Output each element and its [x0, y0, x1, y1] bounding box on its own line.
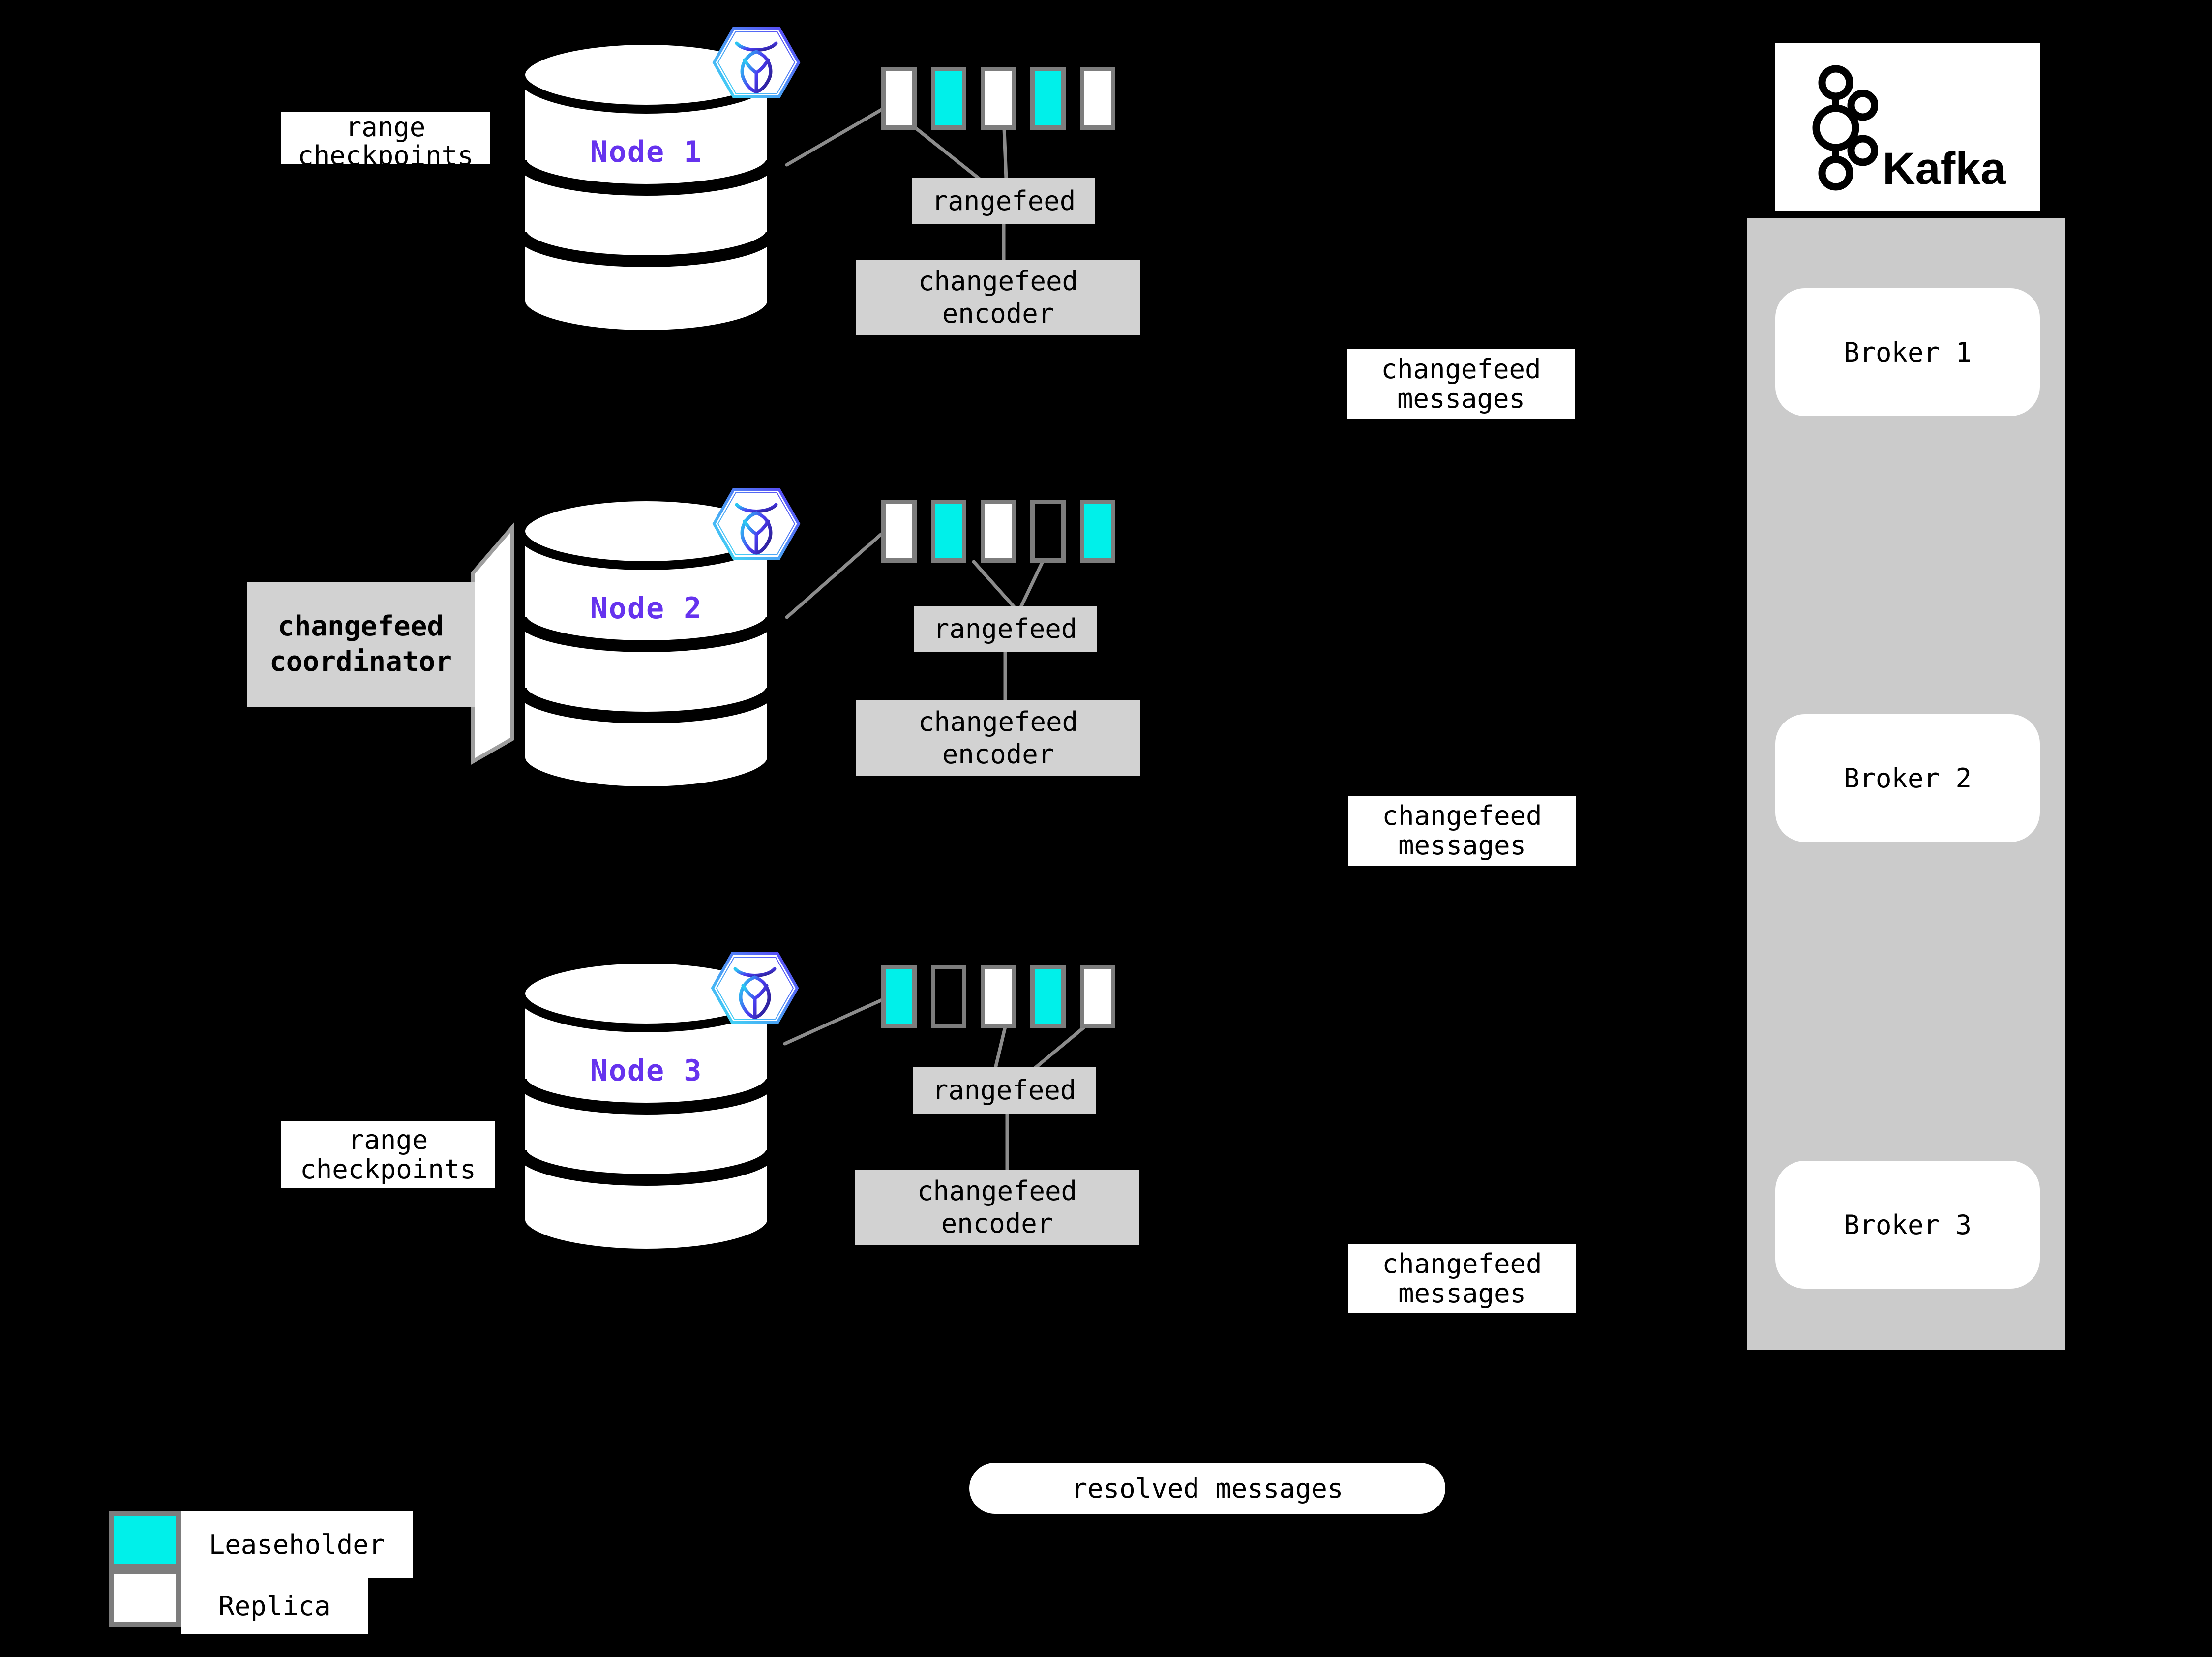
changefeed-encoder-box: changefeed encoder: [856, 260, 1140, 335]
kafka-brand-text: Kafka: [1883, 144, 2006, 194]
changefeed-encoder-box: changefeed encoder: [855, 1170, 1139, 1245]
node-3-database-cylinder: [515, 955, 777, 1253]
legend-leaseholder-swatch: [109, 1511, 181, 1569]
range-replica-square-replica: [1080, 965, 1115, 1028]
node-2-database-cylinder: [515, 492, 777, 791]
cockroachdb-hexagon-icon: [711, 952, 799, 1024]
range-replica-square-empty: [1030, 500, 1066, 563]
broker-3-box: Broker 3: [1775, 1161, 2040, 1289]
node-3-label: Node 3: [590, 1054, 703, 1088]
legend-replica-swatch: [109, 1569, 181, 1627]
kafka-icon: [1812, 65, 1878, 191]
range-replica-square-empty: [931, 965, 966, 1028]
range-replica-square-replica: [981, 965, 1016, 1028]
range-checkpoints-label: range checkpoints: [281, 112, 490, 164]
legend-leaseholder-label: Leaseholder: [181, 1511, 413, 1578]
range-replica-square-leaseholder: [1030, 965, 1066, 1028]
rangefeed-box: rangefeed: [914, 606, 1097, 652]
cockroachdb-hexagon-icon: [712, 488, 801, 560]
range-replica-square-replica: [1080, 67, 1115, 130]
range-replica-square-leaseholder: [881, 965, 917, 1028]
resolved-messages-pill: resolved messages: [969, 1463, 1445, 1514]
coordinator-ribbon: [471, 522, 514, 765]
rangefeed-box: rangefeed: [913, 1067, 1096, 1114]
cockroachdb-hexagon-icon: [712, 27, 801, 98]
changefeed-coordinator-box: changefeed coordinator: [247, 582, 475, 707]
legend-replica-label: Replica: [181, 1578, 368, 1634]
kafka-logo-box: Kafka: [1775, 43, 2040, 211]
broker-1-box: Broker 1: [1775, 288, 2040, 416]
changefeed-messages-label: changefeed messages: [1348, 1244, 1576, 1313]
range-connector-lines: [783, 107, 1089, 1172]
node-2-label: Node 2: [590, 591, 703, 626]
range-replica-square-leaseholder: [1030, 67, 1066, 130]
range-replica-square-leaseholder: [1080, 500, 1115, 563]
changefeed-messages-label: changefeed messages: [1348, 796, 1576, 866]
node-1-replica-row: [881, 67, 1115, 130]
node-1-label: Node 1: [590, 135, 703, 169]
range-replica-square-replica: [981, 67, 1016, 130]
range-replica-square-leaseholder: [931, 500, 966, 563]
rangefeed-box: rangefeed: [912, 178, 1095, 224]
range-replica-square-replica: [981, 500, 1016, 563]
range-replica-square-leaseholder: [931, 67, 966, 130]
node-3-replica-row: [881, 965, 1115, 1028]
node-2-replica-row: [881, 500, 1115, 563]
broker-2-box: Broker 2: [1775, 714, 2040, 842]
changefeed-encoder-box: changefeed encoder: [856, 700, 1140, 776]
range-replica-square-replica: [881, 500, 917, 563]
range-replica-square-replica: [881, 67, 917, 130]
range-checkpoints-label: range checkpoints: [281, 1121, 495, 1188]
changefeed-messages-label: changefeed messages: [1347, 349, 1575, 419]
